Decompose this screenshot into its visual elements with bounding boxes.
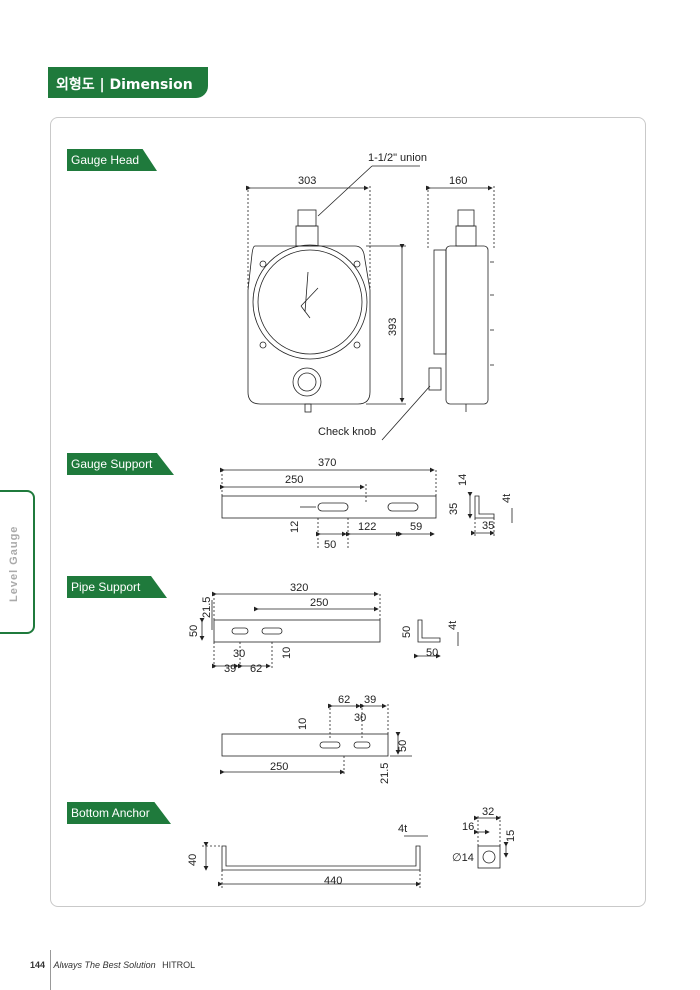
dim-ba-440: 440 (324, 875, 342, 887)
dim-ps-39: 39 (224, 663, 236, 675)
dim-ba-40: 40 (187, 854, 199, 866)
dim-gs-250: 250 (285, 474, 303, 486)
note-union: 1-1/2" union (368, 152, 427, 164)
pipe-support-bottom-drawing (220, 703, 412, 776)
dim-ba-16: 16 (462, 821, 474, 833)
dim-ps-50: 50 (188, 625, 200, 637)
dim-ps2-62: 62 (338, 694, 350, 706)
dim-gs-59: 59 (410, 521, 422, 533)
dim-ps2-50: 50 (397, 740, 409, 752)
gauge-head-front-view (247, 209, 371, 413)
dim-ba-hole: ∅14 (452, 852, 474, 864)
dim-gs-50: 50 (324, 539, 336, 551)
dim-gs-total: 370 (318, 457, 336, 469)
label-bottom-anchor: Bottom Anchor (67, 802, 171, 824)
dim-gs-35a: 35 (448, 503, 460, 515)
footer-brand: HITROL (162, 960, 196, 970)
dim-ps2-10: 10 (297, 718, 309, 730)
dim-gh-width: 303 (298, 175, 316, 187)
note-check-knob: Check knob (318, 426, 376, 438)
section-header-tab: 외형도 | Dimension (48, 67, 208, 98)
dim-ba-32: 32 (482, 806, 494, 818)
label-pipe-support: Pipe Support (67, 576, 167, 598)
gauge-support-drawing (220, 467, 513, 548)
pipe-support-top-drawing (199, 591, 459, 669)
label-gauge-head: Gauge Head (67, 149, 157, 171)
label-gauge-support: Gauge Support (67, 453, 174, 475)
dim-gs-122: 122 (358, 521, 376, 533)
dim-gs-4t: 4t (501, 494, 513, 503)
dim-ps-62: 62 (250, 663, 262, 675)
page-footer: 144 Always The Best Solution HITROL (30, 960, 195, 970)
dim-gs-35b: 35 (482, 520, 494, 532)
dim-gs-12: 12 (289, 521, 301, 533)
footer-slogan: Always The Best Solution (53, 960, 156, 970)
dim-ps-320: 320 (290, 582, 308, 594)
dim-ps-30: 30 (233, 648, 245, 660)
dim-ps-250: 250 (310, 597, 328, 609)
page-number: 144 (30, 960, 46, 970)
dim-gh-height: 393 (387, 318, 399, 336)
dim-ps2-30: 30 (354, 712, 366, 724)
dim-ps-21-5: 21.5 (201, 597, 213, 618)
dim-ps-10: 10 (281, 647, 293, 659)
dim-ps2-21-5: 21.5 (379, 763, 391, 784)
dim-ps2-250: 250 (270, 761, 288, 773)
dim-ps2-39: 39 (364, 694, 376, 706)
dim-ps-end-50: 50 (401, 626, 413, 638)
dim-ps-end-50b: 50 (426, 647, 438, 659)
side-category-tab[interactable]: Level Gauge (0, 490, 35, 634)
dim-gs-14: 14 (457, 474, 469, 486)
bottom-anchor-drawing (202, 815, 509, 888)
dim-ps-end-4t: 4t (447, 621, 459, 630)
gauge-head-dimension-lines (246, 165, 495, 441)
dim-ba-15: 15 (505, 830, 517, 842)
dim-ba-4t: 4t (398, 823, 407, 835)
drawing-panel (50, 117, 646, 907)
dim-gh-side: 160 (449, 175, 467, 187)
gauge-head-side-view (428, 209, 494, 412)
section-header-title: 외형도 | Dimension (56, 77, 193, 93)
footer-divider (50, 950, 51, 990)
